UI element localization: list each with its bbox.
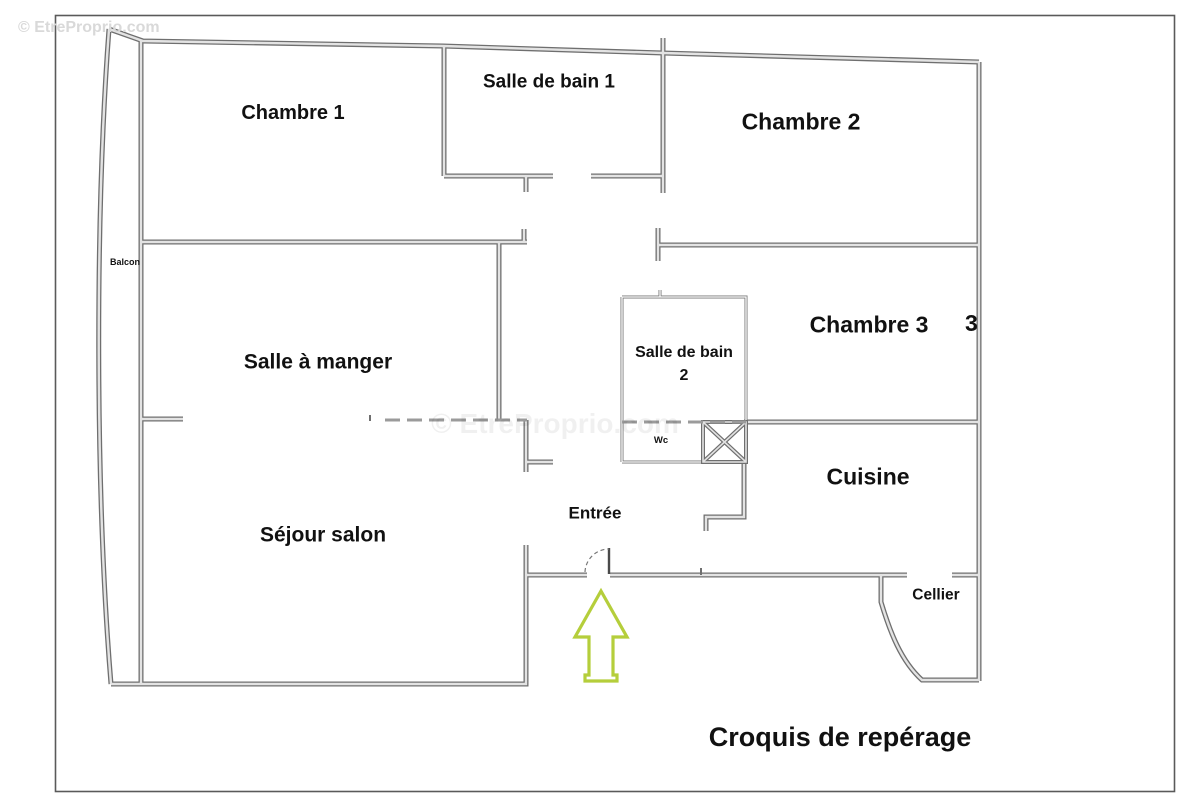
door-swing-arc-icon (584, 548, 610, 573)
entry-door (584, 548, 611, 574)
room-label-cuisine: Cuisine (826, 463, 910, 490)
plan-caption: Croquis de repérage (708, 722, 972, 753)
room-label-chambre-1: Chambre 1 (241, 102, 345, 124)
room-label-salle-de-bain-2-number: 2 (679, 367, 689, 385)
page-border (54, 14, 1176, 793)
room-label-salle-a-manger: Salle à manger (243, 350, 393, 374)
room-label-entree: Entrée (568, 503, 622, 523)
center-watermark-ghost: © EtreProprio.com (431, 408, 679, 439)
room-label-chambre-2: Chambre 2 (741, 108, 861, 135)
room-label-salle-de-bain-1: Salle de bain 1 (483, 71, 615, 93)
room-label-sejour-salon: Séjour salon (259, 523, 387, 547)
clipped-digit-artifact: 3 (965, 310, 978, 336)
room-label-chambre-3: Chambre 3 (809, 311, 929, 338)
room-label-cellier: Cellier (912, 586, 960, 604)
room-label-salle-de-bain-2: Salle de bain (635, 344, 733, 362)
site-watermark: © EtreProprio.com (18, 19, 160, 36)
room-label-balcon: Balcon (109, 257, 141, 268)
duct-cross-icon (701, 420, 748, 464)
room-label-wc: Wc (653, 434, 669, 446)
entrance-arrow-icon (572, 587, 630, 683)
